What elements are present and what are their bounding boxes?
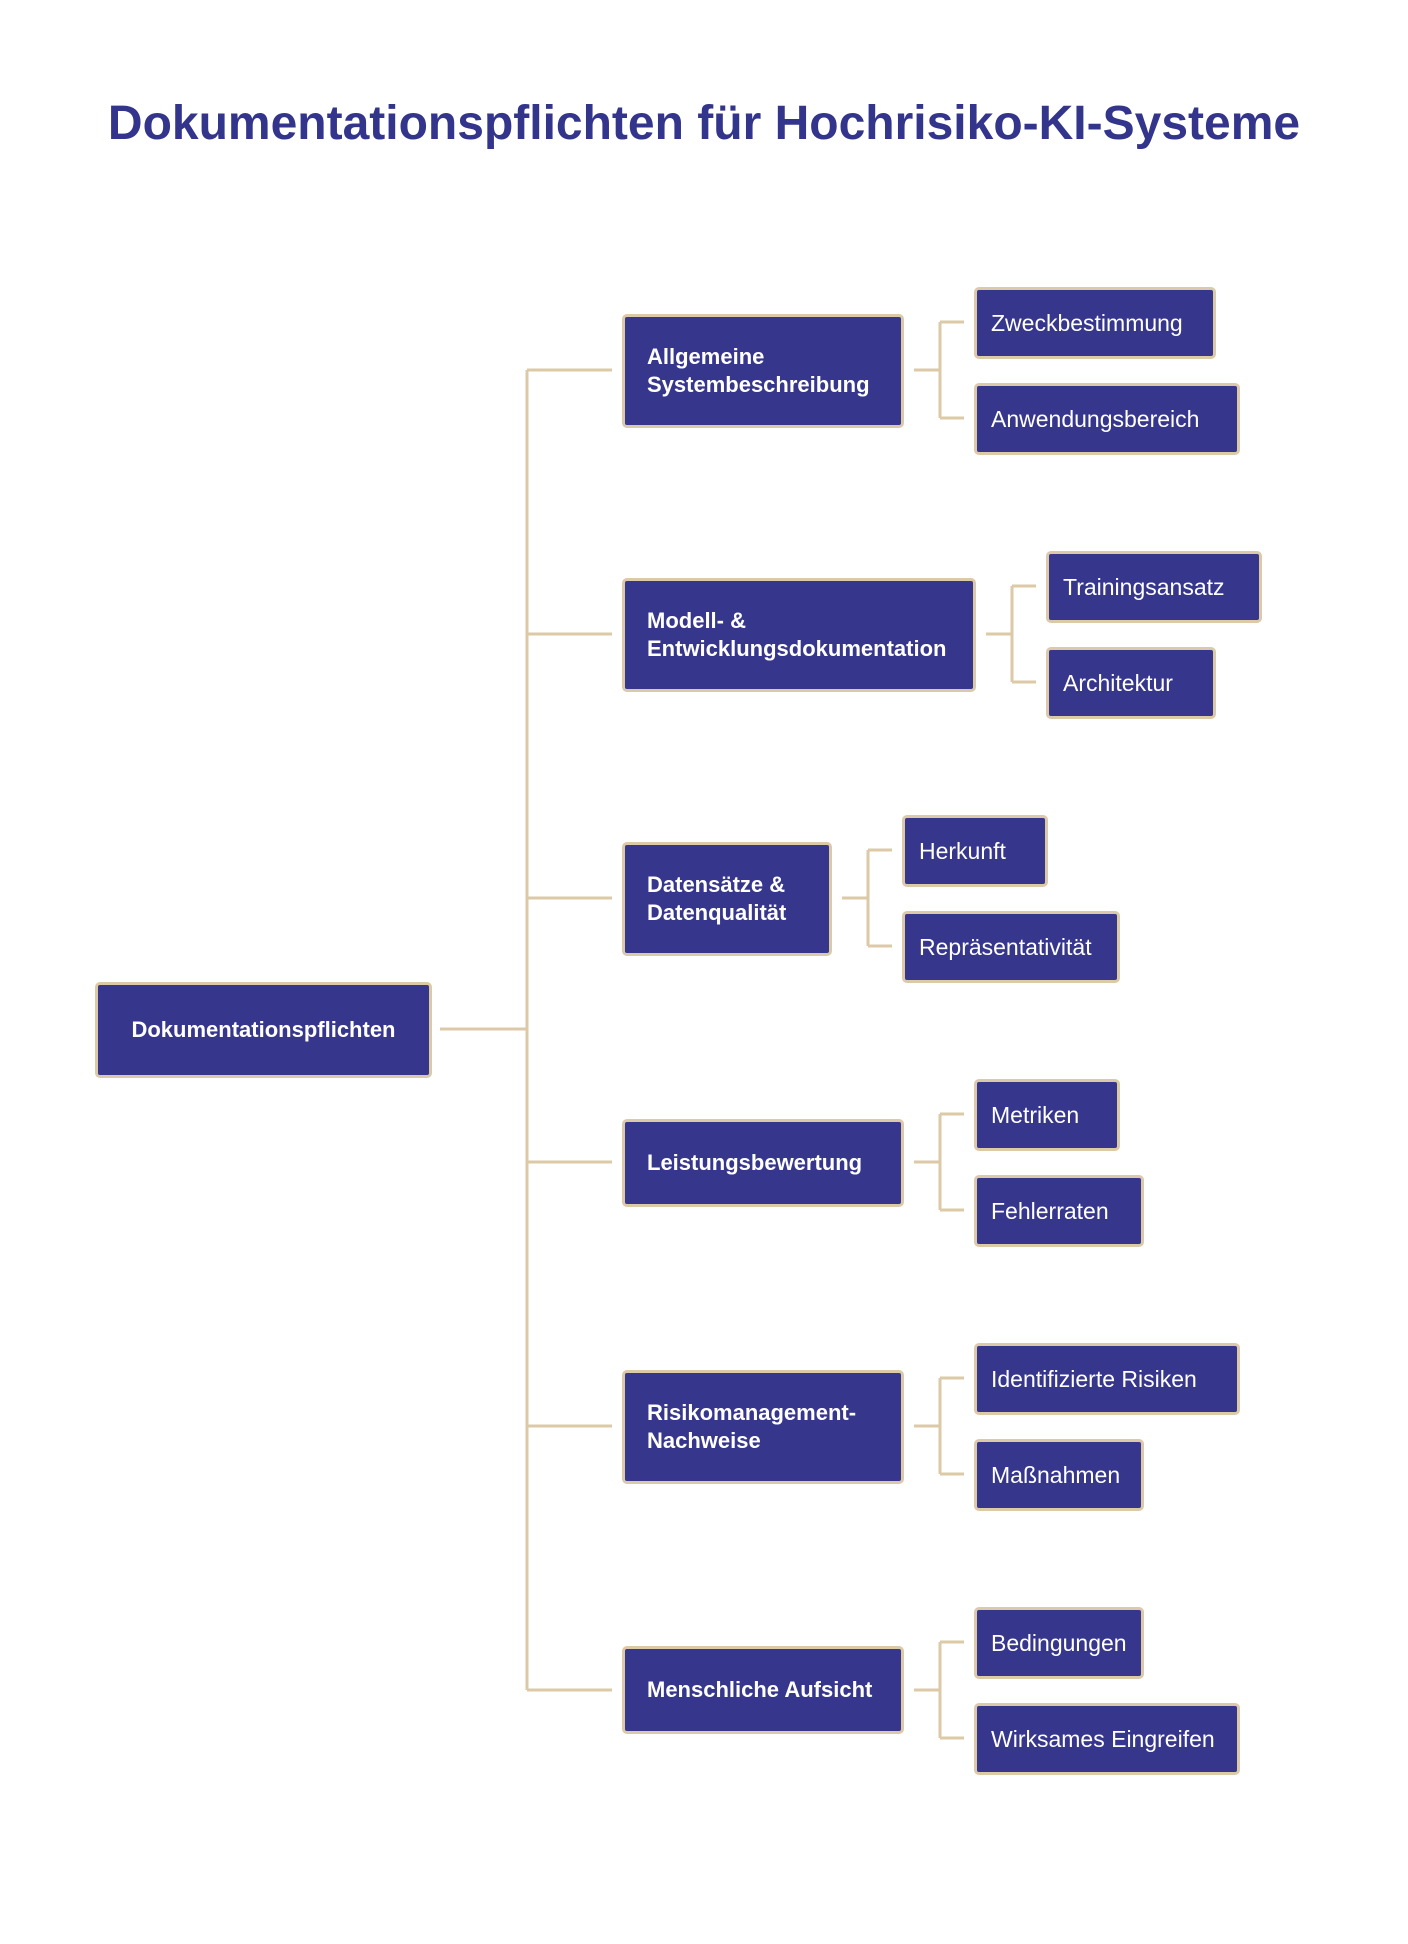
branch-label-1: Allgemeine Systembeschreibung	[647, 344, 870, 397]
leaf-label-1b: Anwendungsbereich	[991, 405, 1200, 432]
leaf-node-2b: Architektur	[1046, 647, 1216, 719]
branch-label-5: Risikomanagement-Nachweise	[647, 1400, 857, 1453]
leaf-label-3b: Repräsentativität	[919, 933, 1092, 960]
child-connector-3	[842, 848, 892, 948]
branch-label-2: Modell- & Entwicklungsdokumentation	[647, 608, 947, 661]
root-label: Dokumentationspflichten	[131, 1017, 396, 1042]
leaf-node-2a: Trainingsansatz	[1046, 551, 1262, 623]
leaf-node-3b: Repräsentativität	[902, 911, 1120, 983]
leaf-node-1b: Anwendungsbereich	[974, 383, 1240, 455]
leaf-label-2a: Trainingsansatz	[1063, 573, 1225, 600]
leaf-node-3a: Herkunft	[902, 815, 1048, 887]
branch-node-2: Modell- & Entwicklungsdokumentation	[622, 578, 976, 692]
leaf-label-2b: Architektur	[1063, 669, 1173, 696]
leaf-label-5a: Identifizierte Risiken	[991, 1365, 1197, 1392]
branch-node-1: Allgemeine Systembeschreibung	[622, 314, 904, 428]
child-connector-2	[986, 584, 1036, 684]
leaf-label-4b: Fehlerraten	[991, 1197, 1109, 1224]
branch-node-4: Leistungsbewertung	[622, 1119, 904, 1207]
child-connector-5	[914, 1376, 964, 1476]
leaf-node-5a: Identifizierte Risiken	[974, 1343, 1240, 1415]
child-connector-1	[914, 320, 964, 420]
leaf-node-4b: Fehlerraten	[974, 1175, 1144, 1247]
leaf-node-6b: Wirksames Eingreifen	[974, 1703, 1240, 1775]
leaf-label-6b: Wirksames Eingreifen	[991, 1725, 1215, 1752]
leaf-label-1a: Zweckbestimmung	[991, 309, 1183, 336]
leaf-node-1a: Zweckbestimmung	[974, 287, 1216, 359]
branch-label-3: Datensätze & Datenqualität	[647, 872, 787, 925]
branch-label-4: Leistungsbewertung	[647, 1150, 863, 1175]
leaf-label-3a: Herkunft	[919, 837, 1006, 864]
child-connector-6	[914, 1640, 964, 1740]
root-node: Dokumentationspflichten	[95, 982, 432, 1078]
page-title: Dokumentationspflichten für Hochrisiko-K…	[107, 97, 1301, 150]
leaf-node-5b: Maßnahmen	[974, 1439, 1144, 1511]
leaf-label-4a: Metriken	[991, 1101, 1080, 1128]
branch-label-6: Menschliche Aufsicht	[647, 1677, 873, 1702]
leaf-node-6a: Bedingungen	[974, 1607, 1144, 1679]
leaf-label-6a: Bedingungen	[991, 1629, 1127, 1656]
leaf-node-4a: Metriken	[974, 1079, 1120, 1151]
child-connector-4	[914, 1112, 964, 1212]
branch-node-3: Datensätze & Datenqualität	[622, 842, 832, 956]
branch-node-6: Menschliche Aufsicht	[622, 1646, 904, 1734]
branch-node-5: Risikomanagement-Nachweise	[622, 1370, 904, 1484]
leaf-label-5b: Maßnahmen	[991, 1461, 1121, 1488]
